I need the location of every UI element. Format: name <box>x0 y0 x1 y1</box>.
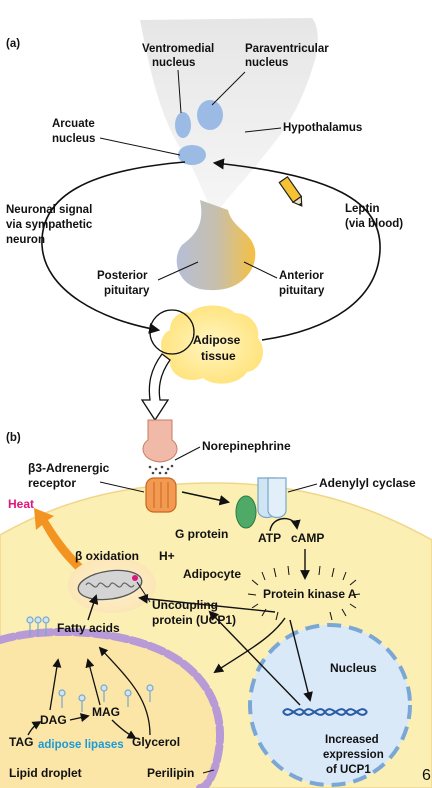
ventromedial-label-1: Ventromedial <box>142 43 214 55</box>
mitochondrion <box>77 569 143 601</box>
panel-b-label: (b) <box>6 432 21 444</box>
nucleus-to-ucp-arrow <box>208 610 301 706</box>
perilipin-leader <box>202 769 215 774</box>
lipid-droplet-label: Lipid droplet <box>9 766 82 780</box>
perilipin-label: Perilipin <box>147 766 194 780</box>
leptin-label-1: Leptin <box>345 203 380 215</box>
pka-to-lipid-arrow <box>213 617 286 674</box>
perilipin-border <box>0 628 225 788</box>
adipose-label-1: Adipose <box>193 333 241 347</box>
beta3-receptor <box>145 477 177 513</box>
atp-to-camp-arrow <box>269 517 301 532</box>
receptor-to-gprotein-arrow <box>181 491 231 506</box>
fatty-acid-icons <box>26 616 50 636</box>
adipose-label-2: tissue <box>201 349 236 363</box>
paraventricular-leader <box>211 71 246 106</box>
adenylyl-leader <box>287 483 318 493</box>
hypothalamus-shape <box>140 18 318 215</box>
h-plus-label: H+ <box>159 549 175 563</box>
nerve-terminal <box>142 419 178 463</box>
ventromedial-leader <box>177 69 182 114</box>
anterior-label-1: Anterior <box>279 270 324 282</box>
norepinephrine-leader <box>174 446 201 461</box>
panel-a-label: (a) <box>6 38 20 50</box>
increased-label-2: expression <box>323 749 384 761</box>
arcuate-label-2: nucleus <box>52 133 95 145</box>
pka-to-nucleus-arrow <box>289 619 313 702</box>
beta3-label-1: β3-Adrenergic <box>28 461 110 475</box>
atp-label: ATP <box>258 531 281 545</box>
leptin-molecule-icon <box>278 176 303 207</box>
lipid-droplet <box>0 631 220 788</box>
ucp1-dot <box>132 575 138 581</box>
beta3-leader <box>99 481 145 493</box>
paraventricular-nucleus <box>197 100 223 130</box>
adipose-lipases-label: adipose lipases <box>38 739 124 751</box>
nucleus-label: Nucleus <box>330 661 377 675</box>
anterior-label-2: pituitary <box>279 285 325 297</box>
pka-to-ucp-arrow <box>138 593 276 613</box>
protein-kinase-a-rays <box>247 565 361 621</box>
arcuate-label-1: Arcuate <box>52 118 95 130</box>
leptin-blood-arrow <box>212 158 381 341</box>
ventromedial-nucleus <box>175 112 191 138</box>
lipolysis-arrows <box>27 646 151 739</box>
norepinephrine-label: Norepinephrine <box>202 439 291 453</box>
zoom-arrow <box>140 353 171 422</box>
norepinephrine-dots <box>148 464 174 475</box>
glycerol-label: Glycerol <box>132 735 180 749</box>
paraventricular-label-2: nucleus <box>245 57 288 69</box>
hypothalamus-label: Hypothalamus <box>283 122 362 134</box>
zoom-circle <box>149 309 195 355</box>
neuronal-signal-label-1: Neuronal signal <box>6 204 92 216</box>
beta-oxidation-label: β oxidation <box>75 549 139 563</box>
neuronal-signal-label-2: via sympathetic <box>6 219 93 231</box>
heat-arrow <box>34 508 84 572</box>
neuronal-signal-label-3: neuron <box>6 234 45 246</box>
g-protein <box>235 495 257 529</box>
adenylyl-cyclase-label: Adenylyl cyclase <box>319 476 416 490</box>
beta3-label-2: receptor <box>28 476 76 490</box>
adipose-tissue-blob <box>161 305 263 384</box>
tag-label: TAG <box>9 735 33 749</box>
anterior-leader <box>243 261 278 279</box>
g-protein-label: G protein <box>175 527 228 541</box>
fatty-acids-label: Fatty acids <box>57 621 120 635</box>
neuronal-signal-arrow <box>41 161 186 334</box>
arcuate-leader <box>99 137 181 156</box>
arcuate-nucleus <box>178 145 206 165</box>
paraventricular-label-1: Paraventricular <box>245 43 329 55</box>
lipid-fatty-acid-icons <box>58 684 154 712</box>
posterior-label-1: Posterior <box>97 270 148 282</box>
page-number: 6 <box>422 767 431 784</box>
mag-label: MAG <box>92 705 120 719</box>
increased-label-3: of UCP1 <box>326 764 371 776</box>
pituitary-gland <box>176 200 256 291</box>
dna-helix-icon <box>282 708 368 716</box>
adenylyl-cyclase <box>257 477 287 519</box>
camp-label: cAMP <box>291 531 324 545</box>
nucleus <box>248 623 412 787</box>
protein-kinase-a-label: Protein kinase A <box>263 587 357 601</box>
adipocyte-label: Adipocyte <box>183 567 241 581</box>
dag-label: DAG <box>40 713 67 727</box>
posterior-label-2: pituitary <box>104 285 150 297</box>
fatty-acids-to-mito-arrow <box>87 594 99 621</box>
increased-label-1: Increased <box>325 734 379 746</box>
heat-label: Heat <box>8 497 34 511</box>
hypothalamus-leader <box>244 127 282 133</box>
posterior-leader <box>157 261 199 281</box>
ventromedial-label-2: nucleus <box>152 57 195 69</box>
